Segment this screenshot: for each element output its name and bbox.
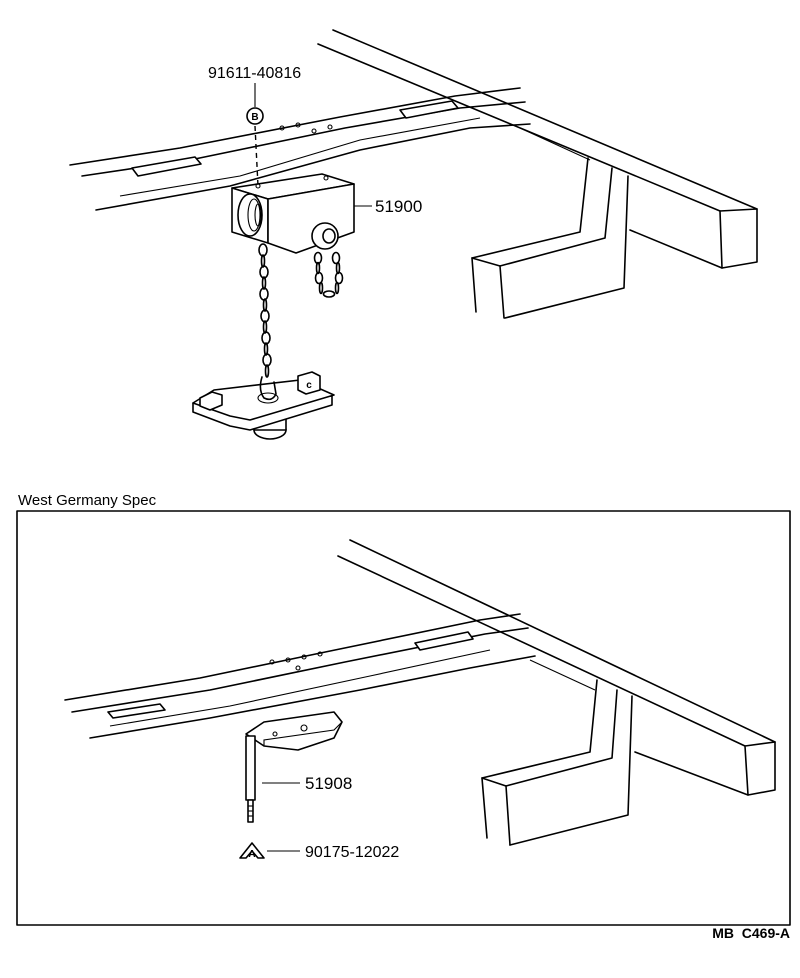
winch-drum-core [254, 203, 262, 227]
crossmember-slot-left [107, 703, 166, 719]
mount-hole [269, 659, 275, 665]
chain-link [260, 309, 270, 323]
carrier-hub-inner [322, 228, 336, 244]
rail-bottom-edge [629, 229, 723, 269]
crossmember-lower-edge [95, 123, 531, 211]
bracket-front-edge [509, 695, 633, 846]
bolt-part-number: 91611-40816 [208, 65, 301, 82]
chain-link [314, 271, 324, 285]
tool-part-number: 51908 [305, 774, 352, 793]
crossmember-top-edge [64, 613, 521, 701]
slack-chain [313, 251, 344, 298]
nut-marker-shape [239, 842, 265, 859]
rail-end-section [744, 741, 776, 796]
rail-top-edge [332, 29, 758, 210]
bracket-back-edge [481, 679, 598, 839]
chain-link [322, 290, 336, 298]
rail-inner-edge [529, 659, 596, 691]
chain-link [259, 265, 269, 279]
chain-link [331, 251, 341, 265]
post-mark: c [306, 380, 312, 391]
bolt-callout: 91611-40816 B [208, 65, 301, 187]
crossmember-inner-line [109, 649, 491, 727]
mount-hole [279, 125, 285, 131]
chain-hook [259, 376, 277, 401]
winch-drum-outer [237, 193, 263, 237]
chain-link [261, 276, 267, 290]
rail-top-edge [349, 539, 776, 743]
mount-hole [301, 654, 307, 660]
mount-hole [295, 665, 301, 671]
chain-link [264, 364, 270, 378]
crossmember-slot-left [131, 156, 202, 177]
chain-link [313, 251, 323, 265]
nut-marker-letter: A [248, 849, 255, 860]
chain-link [262, 353, 272, 367]
crossmember-upper-flange [71, 627, 529, 713]
mount-hole [327, 124, 333, 130]
bracket-mid-edge [499, 167, 613, 319]
bottom-frame [64, 539, 776, 846]
lift-chain [258, 243, 272, 378]
section-frame [16, 510, 791, 926]
chain-link [258, 243, 268, 257]
bolt-marker-letter: B [251, 112, 258, 123]
tire-retainer-plate: c [192, 371, 335, 440]
center-hole [257, 392, 279, 404]
tool-plate-hole [300, 724, 308, 732]
bracket-front-edge [504, 175, 629, 319]
bolt-hole [255, 183, 261, 189]
rail-end-section [719, 208, 758, 269]
chain-link [261, 331, 271, 345]
chain-link [334, 271, 344, 285]
bracket-back-edge [471, 157, 589, 313]
mount-hole [311, 128, 317, 134]
tool-plate [245, 711, 343, 751]
rail-front-edge [337, 555, 746, 747]
plate-left-tab [199, 391, 223, 411]
crossmember-lower-edge [89, 655, 536, 739]
rail-inner-edge [519, 127, 591, 161]
bracket-foot-edge [471, 257, 501, 267]
mount-hole [285, 657, 291, 663]
tool-plate-hole [272, 731, 278, 737]
bolt-hole [323, 175, 329, 181]
spare-tire-carrier: 51900 [192, 173, 422, 440]
mount-hole [295, 122, 301, 128]
plate-right-post [297, 371, 321, 395]
nut-callout: A 90175-12022 [239, 842, 399, 861]
carrier-part-number: 51900 [375, 197, 422, 216]
rail-front-edge [317, 43, 721, 212]
crossmember-slot-right [399, 100, 459, 119]
bracket-mid-edge [505, 689, 618, 846]
mount-hole [317, 651, 323, 657]
top-frame [69, 29, 758, 319]
nut-part-number: 90175-12022 [305, 844, 399, 861]
carrier-tool: 51908 [245, 711, 352, 823]
bolt-marker-circle [246, 107, 264, 125]
tool-rod [245, 735, 256, 801]
crossmember-top-edge [69, 87, 521, 166]
section-title: West Germany Spec [18, 492, 157, 509]
bracket-foot-edge [481, 777, 507, 787]
chain-link [262, 298, 268, 312]
winch-drum-inner [247, 198, 261, 232]
crossmember-inner-line [119, 117, 481, 197]
chain-link [318, 281, 324, 295]
figure-code: MB C469-A [712, 925, 790, 941]
bolt-axis-dashed [254, 125, 259, 187]
crossmember-slot-right [414, 631, 474, 651]
rail-bottom-edge [634, 751, 749, 796]
tool-plate-edge [263, 721, 343, 746]
